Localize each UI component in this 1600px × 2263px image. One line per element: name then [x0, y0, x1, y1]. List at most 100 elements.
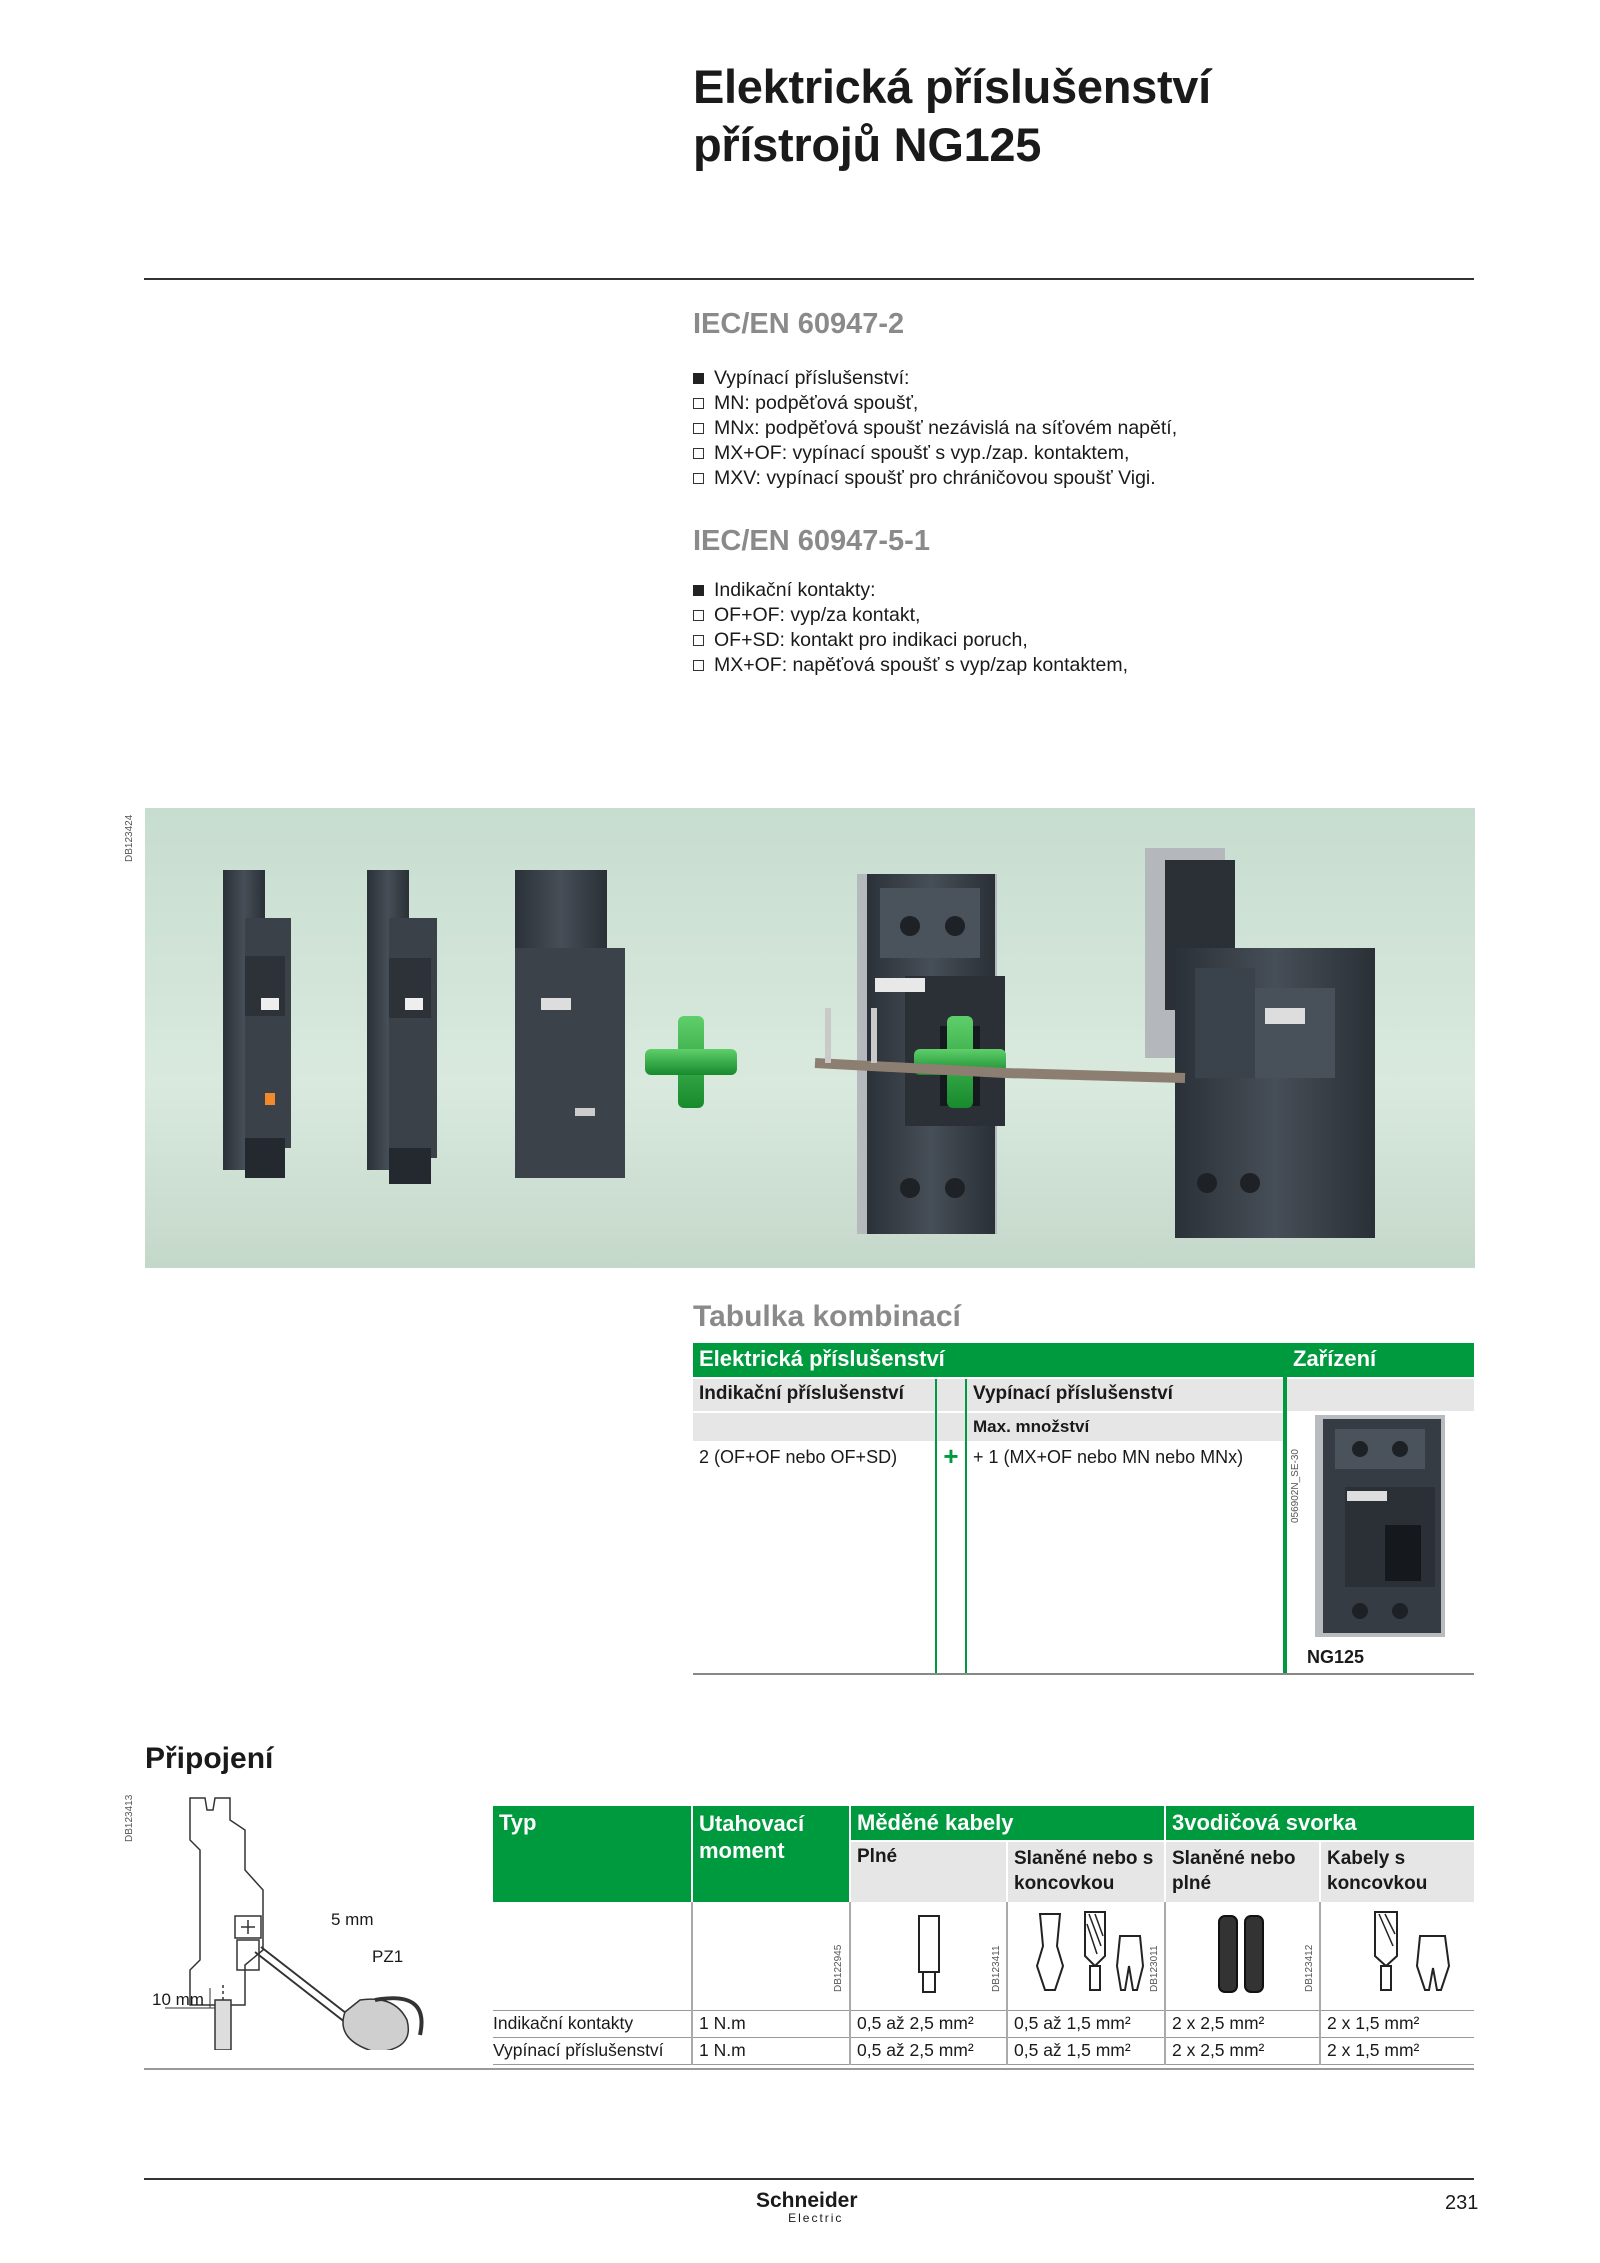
title-line-1: Elektrická příslušenství: [693, 60, 1211, 113]
gray-spacer: [937, 1413, 965, 1441]
column-divider: [1164, 1902, 1166, 2065]
header-copper-cables: Měděné kabely: [851, 1806, 1164, 1840]
list-iec-60947-5-1: Indikační kontakty: OF+OF: vyp/za kontak…: [690, 578, 1128, 678]
product-photo: [145, 808, 1475, 1268]
header-stranded-ferrule: Slaněné nebo s koncovkou: [1008, 1842, 1164, 1902]
row-terminal-ferrule: 2 x 1,5 mm²: [1327, 2013, 1420, 2033]
connection-heading: Připojení: [145, 1742, 274, 1775]
connection-bottom-rule: [144, 2068, 1474, 2070]
list-item: OF+SD: kontakt pro indikaci poruch,: [690, 628, 1128, 653]
table-bottom-rule: [693, 1673, 1474, 1675]
column-divider: [935, 1379, 937, 1675]
gray-spacer: [937, 1379, 965, 1411]
gray-spacer: [693, 1413, 935, 1441]
row-terminal-stranded: 2 x 2,5 mm²: [1172, 2040, 1265, 2060]
top-divider: [144, 278, 1474, 280]
row-type: Indikační kontakty: [493, 2013, 634, 2033]
label-5mm: 5 mm: [331, 1910, 374, 1929]
solid-cable-icon: [918, 1915, 940, 1993]
plus-icon: [645, 1016, 737, 1108]
row-stranded: 0,5 až 1,5 mm²: [1014, 2013, 1131, 2033]
column-divider: [965, 1379, 967, 1675]
list-item: MNx: podpěťová spoušť nezávislá na síťov…: [690, 416, 1177, 441]
empty-square-bullet-icon: [693, 473, 704, 484]
connection-drawing: [165, 1797, 424, 2050]
list-item: MX+OF: vypínací spoušť s vyp./zap. konta…: [690, 441, 1177, 466]
list-item: MXV: vypínací spoušť pro chráničovou spo…: [690, 466, 1177, 491]
column-divider: [1319, 1902, 1321, 2065]
label-pz1: PZ1: [372, 1947, 404, 1966]
title-line-2: přístrojů NG125: [693, 118, 1042, 171]
max-quantity-label: Max. množství: [967, 1413, 1283, 1441]
combination-heading: Tabulka kombinací: [693, 1300, 961, 1333]
connection-table: Typ Utahovací moment Měděné kabely 3vodi…: [493, 1806, 1474, 2086]
header-stranded-solid: Slaněné nebo plné: [1166, 1842, 1319, 1902]
sub-indication-accessories: Indikační příslušenství: [693, 1379, 935, 1411]
device-name: NG125: [1307, 1647, 1365, 1667]
empty-square-bullet-icon: [693, 398, 704, 409]
ng125-device-image: [1315, 1415, 1445, 1637]
header-typ: Typ: [493, 1806, 691, 1902]
list-item: Vypínací příslušenství:: [690, 366, 1177, 391]
header-device: Zařízení: [1287, 1343, 1474, 1377]
brand-logo: Schneider Electric: [756, 2189, 858, 2225]
empty-square-bullet-icon: [693, 660, 704, 671]
table-row: Vypínací příslušenství 1 N.m 0,5 až 2,5 …: [493, 2038, 1474, 2064]
header-torque: Utahovací moment: [693, 1806, 849, 1902]
row-stranded: 0,5 až 1,5 mm²: [1014, 2040, 1131, 2060]
table-row: Indikační kontakty 1 N.m 0,5 až 2,5 mm² …: [493, 2011, 1474, 2037]
list-item: Indikační kontakty:: [690, 578, 1128, 603]
footer-divider: [144, 2178, 1474, 2180]
plus-sign: +: [943, 1441, 959, 1471]
header-electrical-accessories: Elektrická příslušenství: [693, 1343, 1283, 1377]
list-item: OF+OF: vyp/za kontakt,: [690, 603, 1128, 628]
connection-drawing-code: DB123413: [124, 1794, 135, 1842]
row-rule: [493, 2064, 1474, 2065]
row-terminal-ferrule: 2 x 1,5 mm²: [1327, 2040, 1420, 2060]
photo-code: DB123424: [124, 814, 135, 862]
brand-name: Schneider: [756, 2189, 858, 2212]
empty-square-bullet-icon: [693, 448, 704, 459]
gray-spacer: [1287, 1379, 1474, 1411]
combination-table: Elektrická příslušenství Zařízení Indika…: [693, 1343, 1474, 1675]
row-rule: [493, 2037, 1474, 2038]
row-terminal-stranded: 2 x 2,5 mm²: [1172, 2013, 1265, 2033]
section-heading-iec-60947-2: IEC/EN 60947-2: [693, 308, 905, 340]
device-photo-code: 056902N_SE-30: [1290, 1449, 1301, 1523]
empty-square-bullet-icon: [693, 635, 704, 646]
filled-square-bullet-icon: [693, 373, 704, 384]
sub-tripping-accessories: Vypínací příslušenství: [967, 1379, 1283, 1411]
empty-square-bullet-icon: [693, 423, 704, 434]
empty-square-bullet-icon: [693, 610, 704, 621]
ferrule-and-fork-icon: [1374, 1911, 1451, 1991]
column-divider: [1006, 1902, 1008, 2065]
row-solid: 0,5 až 2,5 mm²: [857, 2013, 974, 2033]
row-type: Vypínací příslušenství: [493, 2040, 664, 2060]
icon-code: DB123411: [991, 1945, 1002, 1992]
header-solid: Plné: [851, 1842, 1006, 1902]
row-torque: 1 N.m: [699, 2013, 746, 2033]
column-divider: [849, 1902, 851, 2065]
header-cables-ferrule: Kabely s koncovkou: [1321, 1842, 1474, 1902]
page-title: Elektrická příslušenství přístrojů NG125: [693, 58, 1211, 174]
list-iec-60947-2: Vypínací příslušenství: MN: podpěťová sp…: [690, 366, 1177, 491]
filled-square-bullet-icon: [693, 585, 704, 596]
page-number: 231: [1445, 2192, 1479, 2214]
tripping-value: + 1 (MX+OF nebo MN nebo MNx): [973, 1447, 1244, 1467]
product-photo-illustration: [145, 808, 1475, 1268]
row-torque: 1 N.m: [699, 2040, 746, 2060]
column-divider: [691, 1902, 693, 2065]
list-item: MX+OF: napěťová spoušť s vyp/zap kontakt…: [690, 653, 1128, 678]
row-rule: [493, 2010, 1474, 2011]
column-divider: [1283, 1343, 1287, 1675]
two-stranded-cables-icon: [1218, 1915, 1264, 1993]
brand-subtitle: Electric: [788, 2211, 844, 2225]
list-item: MN: podpěťová spoušť,: [690, 391, 1177, 416]
header-3-wire-terminal: 3vodičová svorka: [1166, 1806, 1474, 1840]
label-10mm: 10 mm: [152, 1990, 204, 2009]
row-solid: 0,5 až 2,5 mm²: [857, 2040, 974, 2060]
stranded-ferrule-cable-icon: [1035, 1911, 1145, 1991]
icon-code: DB122945: [833, 1944, 844, 1992]
icon-code: DB123412: [1304, 1944, 1315, 1992]
indication-value: 2 (OF+OF nebo OF+SD): [699, 1447, 898, 1467]
